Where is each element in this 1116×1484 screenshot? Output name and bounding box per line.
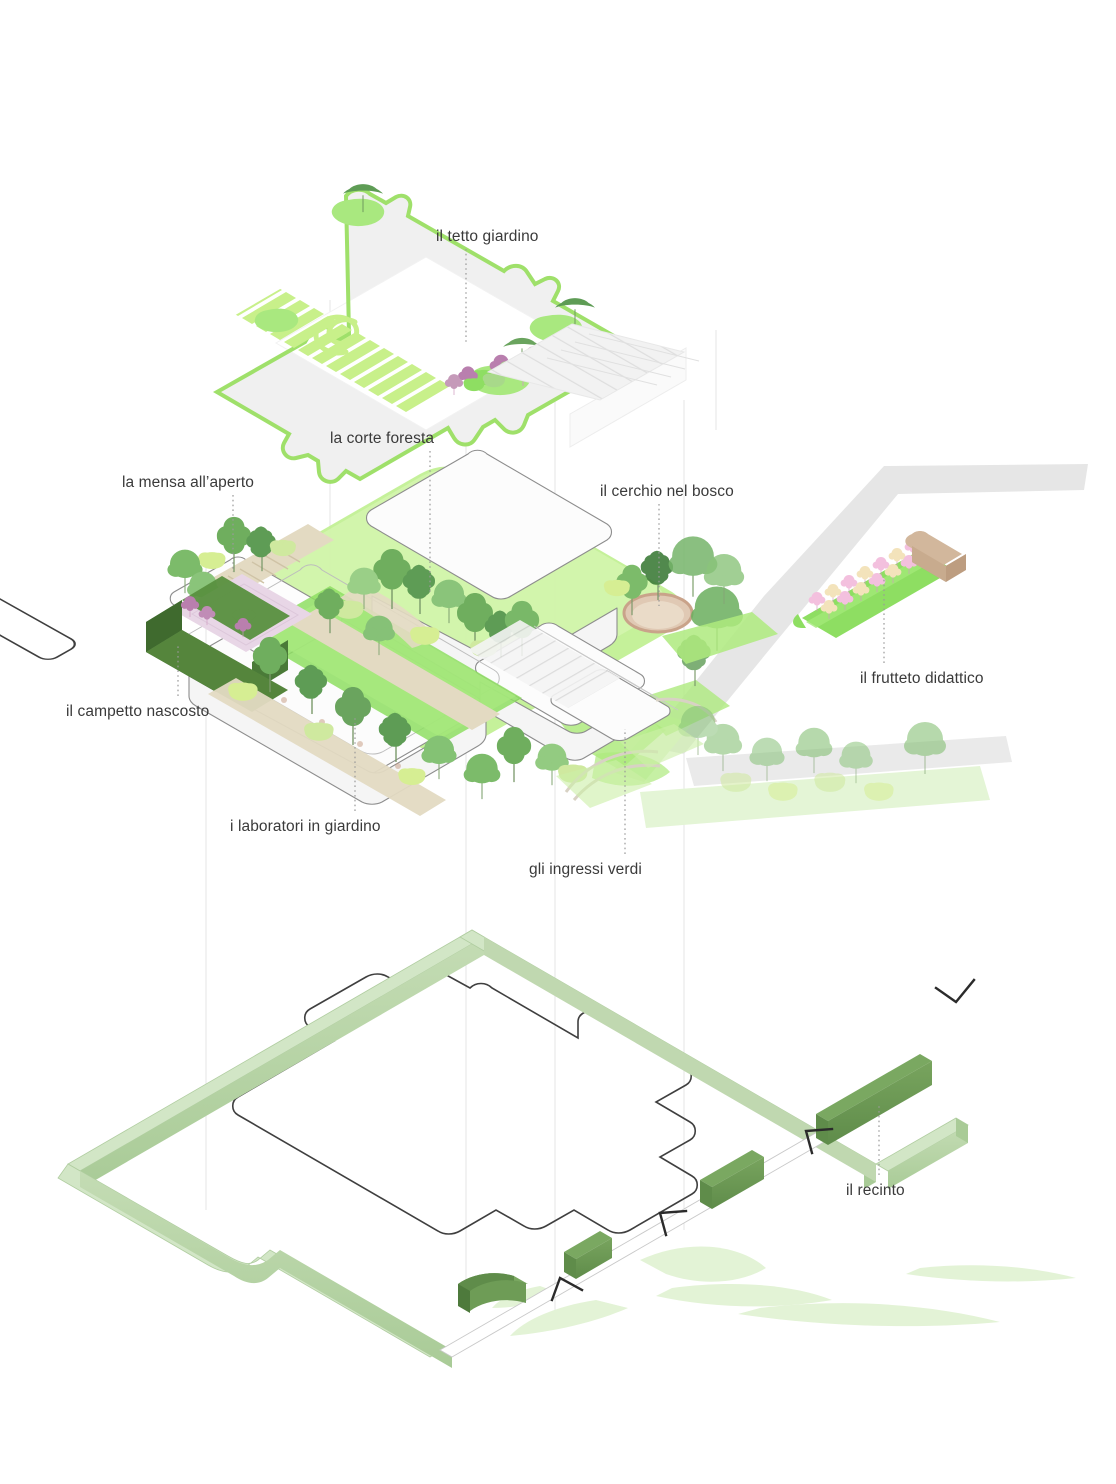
ghost-landscape [492,1246,1076,1336]
south-lawn-fingers [556,724,704,808]
label-tetto-giardino: il tetto giardino [436,228,539,245]
entry-arrow-markers [550,978,976,1302]
label-ingressi-verdi: gli ingressi verdi [529,861,642,878]
arrow-marker-1 [934,978,976,1004]
roof-panel-field [486,323,700,401]
label-frutteto-didattico: il frutteto didattico [860,670,984,687]
spiral-motif [313,314,360,356]
roof-green-edge [212,187,645,484]
perimeter-fence [57,929,969,1368]
entrance-gates [458,1054,932,1313]
arrow-marker-2 [804,1127,834,1155]
label-corte-foresta: la corte foresta [330,430,435,447]
label-cerchio-nel-bosco: il cerchio nel bosco [600,483,734,500]
courtyard-footprint-outline [0,556,76,660]
building-footprint-outline [231,963,699,1235]
label-recinto: il recinto [846,1182,905,1199]
garden-laboratories [208,636,588,816]
enclosure-plan-layer [0,556,1076,1368]
ground-landscape-layer [146,449,1088,828]
label-laboratori-in-giardino: i laboratori in giardino [230,818,381,835]
circle-in-the-wood [603,535,778,687]
forest-courtyard [246,548,540,746]
hidden-sport-court [146,574,312,712]
orchard-kiosk [905,531,966,582]
label-campetto-nascosto: il campetto nascosto [66,703,210,720]
roof-garden-layer [212,183,700,484]
leader-lines [177,249,885,1175]
arrow-marker-3 [658,1209,688,1237]
teaching-orchard [793,531,966,638]
arrow-marker-4 [550,1276,584,1302]
paved-forecourt [468,620,679,711]
label-mensa-allaperto: la mensa all’aperto [122,474,254,491]
